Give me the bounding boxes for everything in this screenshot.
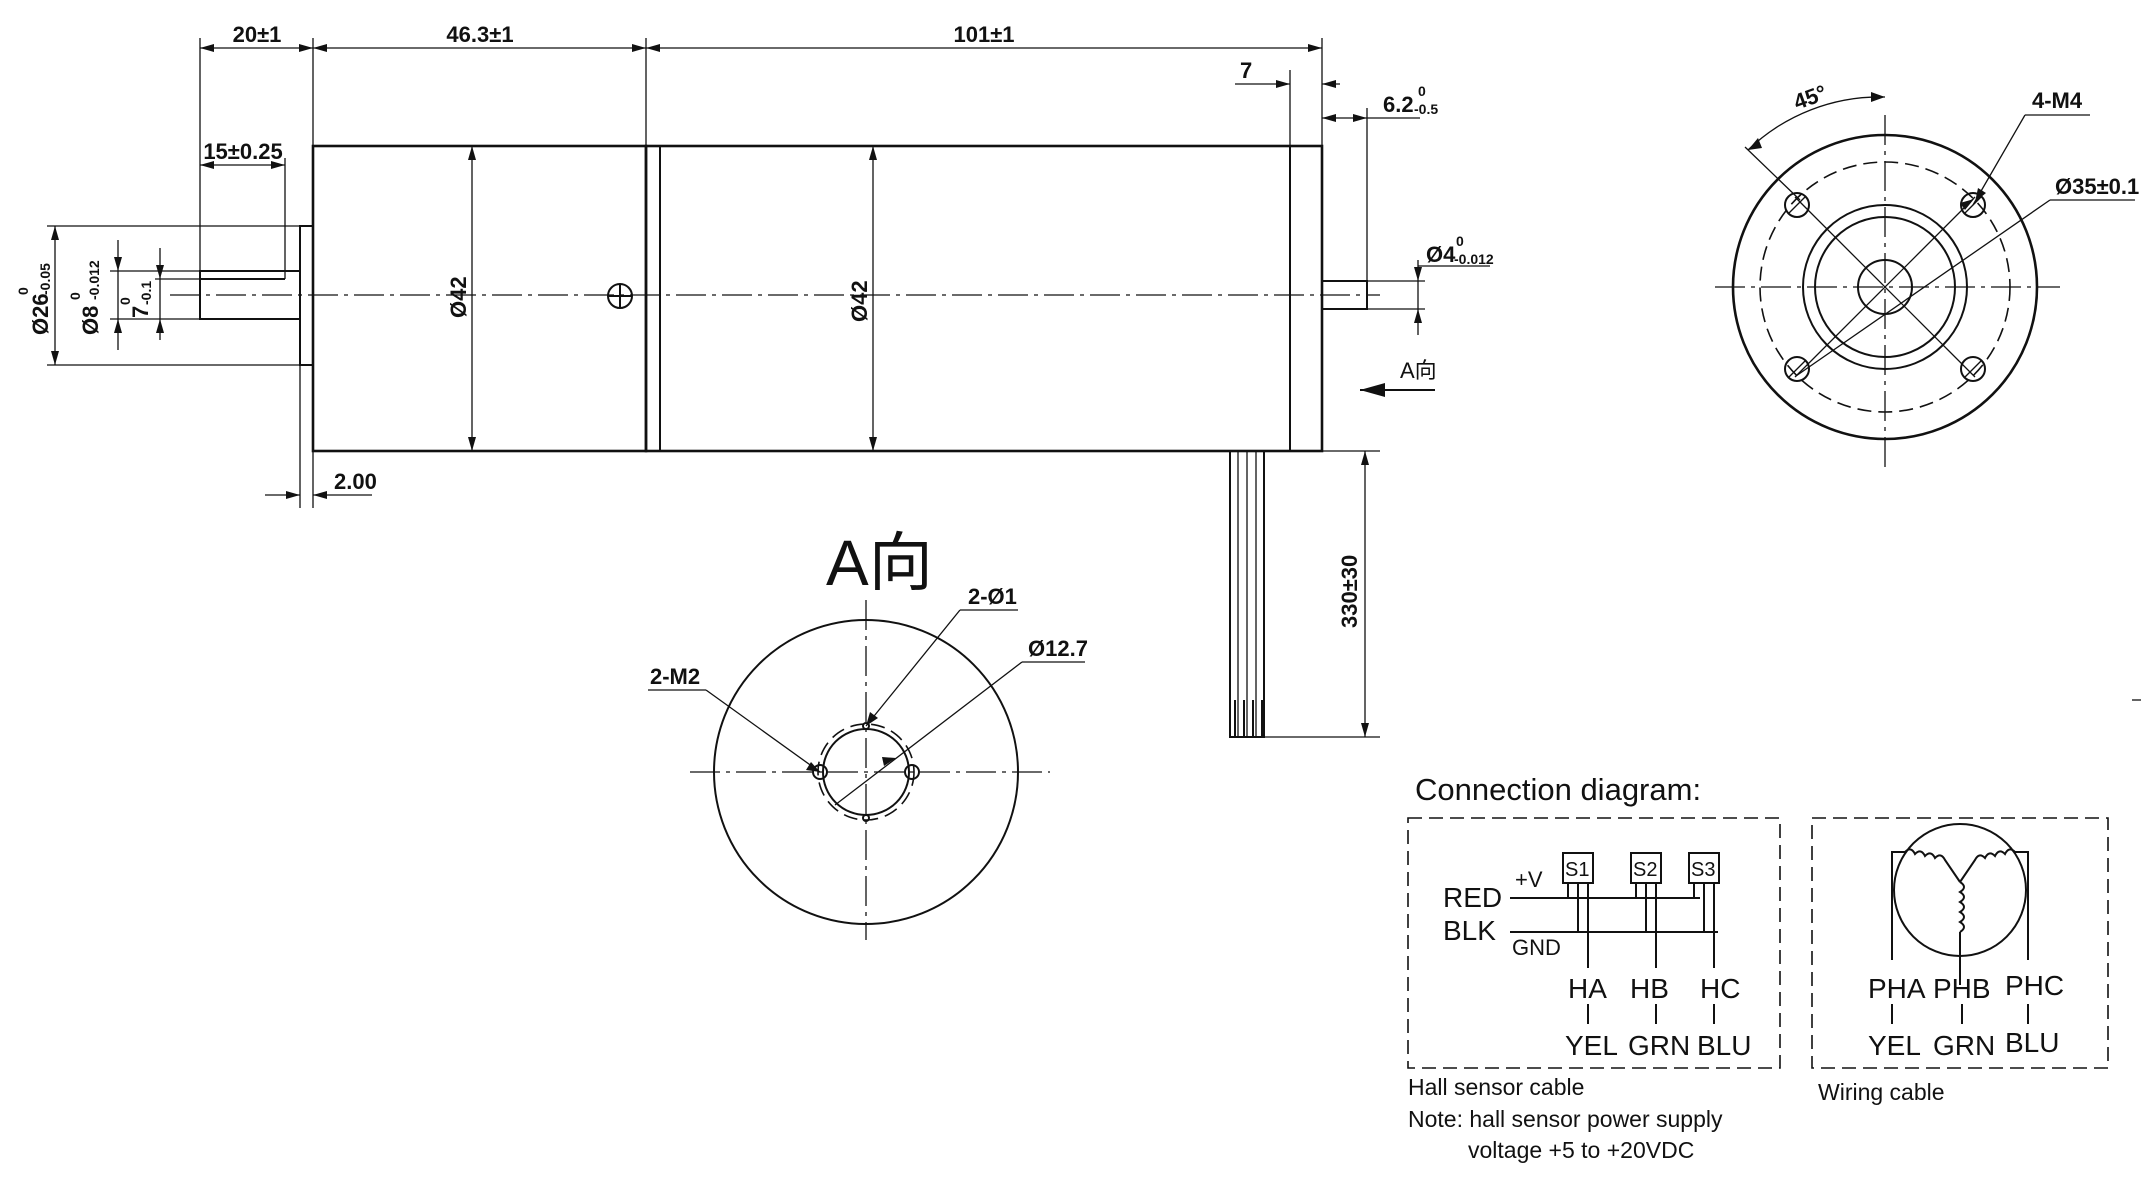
svg-text:-0.05: -0.05 — [37, 263, 53, 295]
view-a-title: A向 — [826, 527, 933, 599]
dim-flange-thickness: 2.00 — [334, 469, 377, 494]
dim-gearbox-length: 46.3±1 — [446, 22, 513, 47]
mount-hole-icon — [1784, 192, 1810, 218]
wiring-box: PHA PHB PHC YEL GRN BLU — [1811, 817, 2109, 1069]
svg-text:-0.1: -0.1 — [138, 281, 154, 305]
svg-text:0: 0 — [67, 292, 83, 300]
dim-body-dia-motor: Ø42 — [847, 280, 872, 322]
hall-gnd-label: GND — [1512, 935, 1561, 960]
hall-color-grn: GRN — [1628, 1030, 1690, 1061]
dim-rear-shaft-dia: Ø4 — [1426, 242, 1456, 267]
pin-hole-icon — [862, 722, 870, 730]
dim-key-length: 15±0.25 — [203, 139, 282, 164]
mount-hole-icon — [1960, 356, 1986, 382]
pcd-circle — [1759, 161, 2011, 413]
wiring-phase-phb: PHB — [1933, 973, 1991, 1004]
hall-caption: Hall sensor cable — [1408, 1074, 1584, 1100]
view-a: A向 2-M2 2-Ø1 Ø12.7 — [648, 527, 1088, 940]
svg-text:-0.012: -0.012 — [86, 260, 102, 300]
sensor-s1-label: S1 — [1565, 859, 1589, 881]
dim-flange-dia: Ø26 — [28, 293, 53, 335]
dim-angle: 45° — [1790, 80, 1830, 115]
hall-note-line1: Note: hall sensor power supply — [1408, 1106, 1723, 1132]
svg-text:-0.012: -0.012 — [1454, 251, 1494, 267]
sensor-s2-label: S2 — [1633, 859, 1657, 881]
hall-note-line2: voltage +5 to +20VDC — [1468, 1137, 1694, 1163]
view-a-arrow-label: A向 — [1400, 358, 1437, 383]
svg-text:0: 0 — [1418, 83, 1426, 99]
dim-screws: 2-M2 — [650, 664, 700, 689]
mount-hole-icon — [1784, 356, 1810, 382]
dim-boss: Ø12.7 — [1028, 636, 1088, 661]
coil-icon — [1904, 848, 1961, 883]
dim-shaft-length: 20±1 — [233, 22, 282, 47]
dim-cable-length: 330±30 — [1337, 555, 1362, 628]
wiring-caption: Wiring cable — [1818, 1079, 1945, 1105]
wiring-phase-pha: PHA — [1868, 973, 1926, 1004]
pin-hole-icon — [862, 814, 870, 822]
svg-text:-0.5: -0.5 — [1414, 101, 1438, 117]
front-view-outer-circle — [1731, 133, 2039, 441]
wiring-phase-phc: PHC — [2005, 970, 2064, 1001]
pilot-inner — [1814, 216, 1956, 358]
connection-diagram: Connection diagram: RED BLK +V GND S1 S2… — [1407, 772, 2109, 1163]
rear-shaft — [1321, 280, 1368, 310]
sensor-s3-label: S3 — [1691, 859, 1715, 881]
hall-signal-hb: HB — [1630, 973, 1669, 1004]
dim-shaft-dia: Ø8 — [78, 306, 103, 335]
angle-arc — [1747, 96, 1886, 151]
gearbox-body — [311, 144, 648, 453]
coil-icon — [1959, 848, 2016, 883]
dim-end-cap: 7 — [1240, 58, 1252, 83]
dim-mount-holes: 4-M4 — [2032, 88, 2083, 113]
mount-hole-icon — [1960, 192, 1986, 218]
end-cap — [1289, 145, 1323, 452]
dim-body-dia-gear: Ø42 — [446, 276, 471, 318]
svg-text:0: 0 — [15, 287, 31, 295]
connection-title: Connection diagram: — [1415, 772, 1701, 807]
dim-rear-shaft-length: 6.2 — [1383, 92, 1414, 117]
view-a-outer-circle — [713, 619, 1019, 925]
hall-signal-ha: HA — [1568, 973, 1607, 1004]
front-view: 45° 4-M4 Ø35±0.1 — [1715, 80, 2141, 701]
hall-red-label: RED — [1443, 882, 1502, 913]
hall-sensor-box: RED BLK +V GND S1 S2 S3 HA HB HC YEL GRN — [1407, 817, 1781, 1069]
hall-color-yel: YEL — [1565, 1030, 1618, 1061]
hall-blk-label: BLK — [1443, 915, 1496, 946]
hall-plus-v-label: +V — [1515, 867, 1543, 892]
cable-wire-ends — [1234, 700, 1263, 737]
dim-pins: 2-Ø1 — [968, 584, 1017, 609]
dim-flat: 7 — [128, 306, 153, 318]
screw-hole-icon — [812, 764, 828, 780]
svg-text:0: 0 — [1456, 233, 1464, 249]
hall-signal-hc: HC — [1700, 973, 1740, 1004]
coil-icon — [1958, 881, 1965, 933]
wiring-color-blu: BLU — [2005, 1027, 2059, 1058]
side-view: 20±1 46.3±1 101±1 7 6.2 0 -0.5 15±0.25 Ø… — [15, 22, 1494, 738]
motor-body — [644, 144, 1324, 453]
dim-motor-length: 101±1 — [953, 22, 1014, 47]
pilot-outer — [1802, 204, 1968, 370]
wiring-color-grn: GRN — [1933, 1030, 1995, 1061]
dim-pcd: Ø35±0.1 — [2055, 174, 2139, 199]
hall-color-blu: BLU — [1697, 1030, 1751, 1061]
screw-hole-icon — [904, 764, 920, 780]
svg-text:0: 0 — [117, 297, 133, 305]
wiring-color-yel: YEL — [1868, 1030, 1921, 1061]
